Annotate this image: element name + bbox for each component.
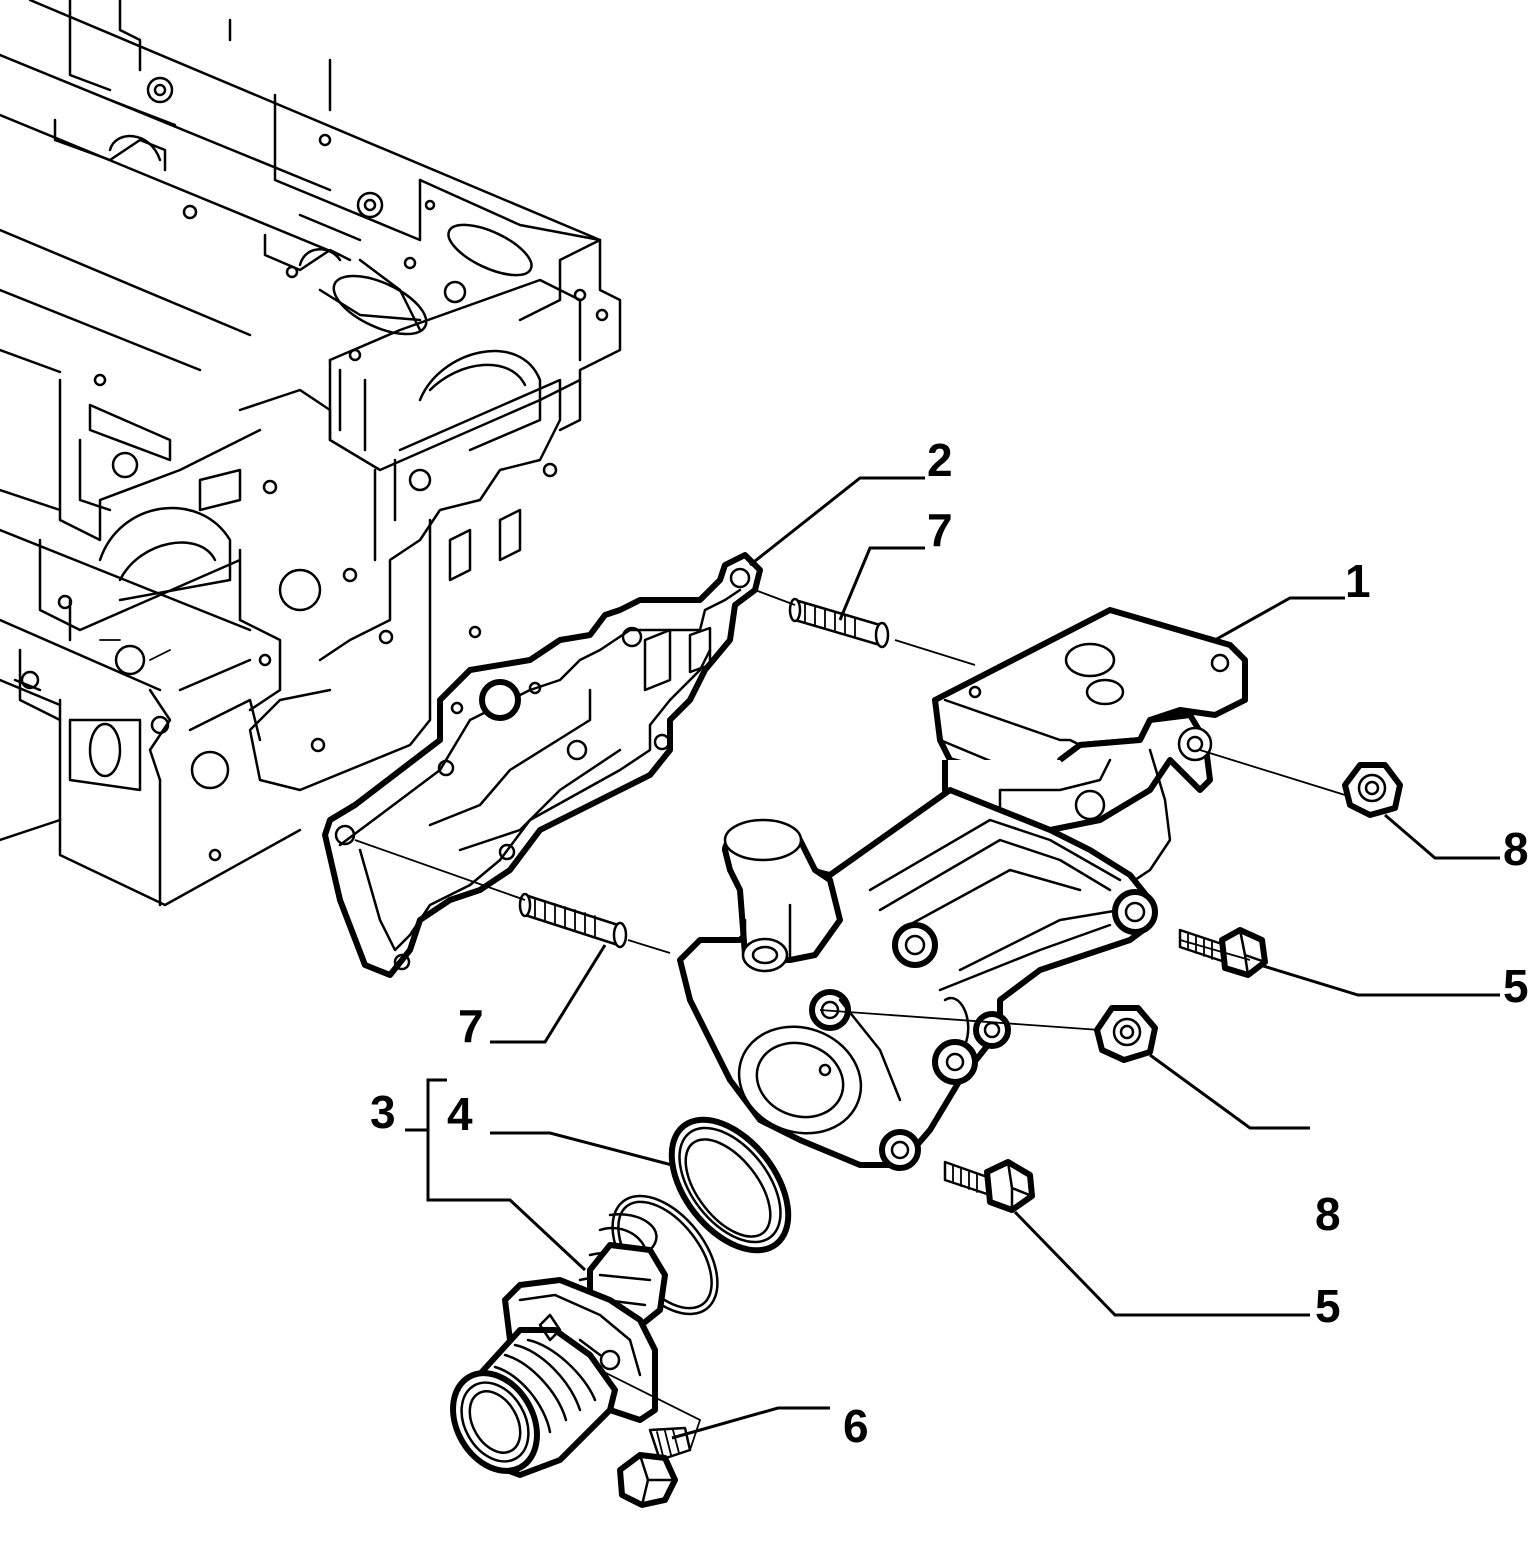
callout-6: 6 [843,1400,869,1452]
gasket [322,552,763,978]
assembly-axes [354,589,1346,1451]
thermostat-housing [677,607,1248,1171]
seal-ring [668,1116,792,1254]
callout-5-lower: 5 [1315,1280,1341,1332]
callout-7-lower: 7 [458,1000,484,1052]
callout-4: 4 [447,1088,473,1140]
callout-8-lower: 8 [1315,1188,1341,1240]
leader-lines [405,476,1500,1440]
callout-5-upper: 5 [1503,960,1529,1012]
stud-lower [518,892,628,949]
screw [617,1426,692,1508]
thermostat-unit [450,1194,719,1478]
callout-labels: 1 2 3 4 5 5 6 7 7 8 8 [370,434,1529,1452]
bolt-lower [943,1159,1035,1213]
flange-nut-lower [1094,1005,1158,1063]
callout-8-upper: 8 [1503,823,1529,875]
callout-2: 2 [927,434,953,486]
engine-block [0,0,622,907]
callout-1: 1 [1345,555,1371,607]
flange-nut-upper [1342,762,1403,818]
callout-7-upper: 7 [927,504,953,556]
stud-upper [788,597,890,649]
callout-3: 3 [370,1086,396,1138]
